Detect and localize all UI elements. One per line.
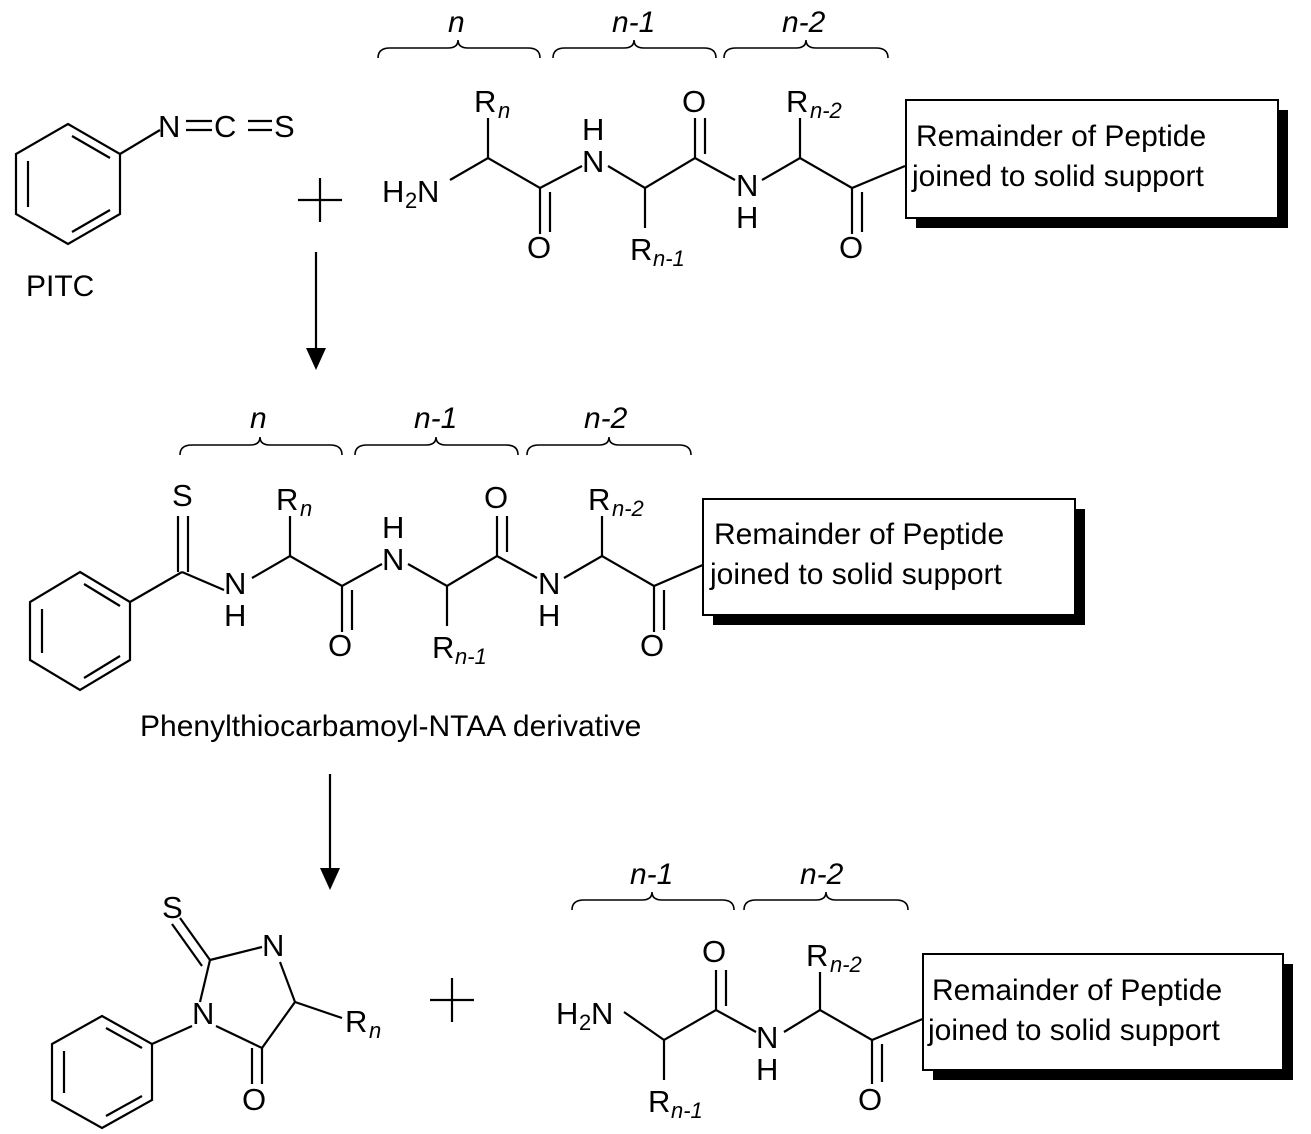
r-n-mid: R bbox=[276, 482, 298, 517]
residue-n2-label-bottom: n-2 bbox=[800, 858, 844, 891]
remainder-box-top bbox=[906, 100, 1278, 218]
brace-n2-top bbox=[724, 40, 888, 58]
amine-subscript-top: 2 bbox=[405, 188, 417, 213]
pitc-label: PITC bbox=[26, 270, 94, 303]
ptc-h-thio: H bbox=[224, 598, 246, 633]
pth-ring-n3: N bbox=[262, 928, 284, 963]
remainder-box-bottom bbox=[923, 954, 1283, 1070]
svg-text:n-2: n-2 bbox=[830, 952, 862, 977]
carbonyl-o1-top: O bbox=[527, 230, 551, 265]
svg-text:n: n bbox=[369, 1018, 381, 1043]
svg-text:n-1: n-1 bbox=[653, 246, 685, 271]
brace-n1-top bbox=[553, 40, 716, 58]
carbonyl-o3-mid: O bbox=[640, 628, 664, 663]
residue-n1-label-top: n-1 bbox=[612, 6, 655, 39]
remainder-text1-bottom: Remainder of Peptide bbox=[932, 974, 1222, 1007]
residue-n-label-top: n bbox=[448, 6, 465, 39]
remainder-text2-mid: joined to solid support bbox=[709, 558, 1003, 591]
brace-n2-mid bbox=[527, 437, 691, 455]
pth-r-n: R bbox=[345, 1004, 367, 1039]
pitc-molecule: N C S PITC bbox=[16, 109, 295, 303]
ptc-thione-sulfur: S bbox=[172, 478, 193, 513]
remainder-box-mid bbox=[703, 499, 1075, 615]
amide-n1-mid: N bbox=[382, 542, 404, 577]
amide-h2-top: H bbox=[736, 200, 758, 235]
r-n-top: R bbox=[474, 84, 496, 119]
carbonyl-o2-top: O bbox=[682, 84, 706, 119]
svg-text:n-2: n-2 bbox=[612, 496, 644, 521]
residue-n1-label-mid: n-1 bbox=[414, 402, 457, 435]
residue-n1-label-bottom: n-1 bbox=[630, 858, 673, 891]
remainder-text1-mid: Remainder of Peptide bbox=[714, 518, 1004, 551]
amide-n-bottom: N bbox=[756, 1020, 778, 1055]
svg-text:n-1: n-1 bbox=[671, 1098, 703, 1123]
reaction-arrow-1 bbox=[306, 252, 326, 370]
pth-ring-n1: N bbox=[192, 996, 214, 1031]
amide-n2-mid: N bbox=[538, 566, 560, 601]
pitc-carbon: C bbox=[214, 109, 236, 144]
r-n2-top: R bbox=[786, 84, 808, 119]
r-n1-bottom: R bbox=[648, 1084, 670, 1119]
pitc-sulfur: S bbox=[274, 109, 295, 144]
r-n2-bottom: R bbox=[806, 938, 828, 973]
carbonyl-o1-bottom: O bbox=[702, 934, 726, 969]
ptc-benzene-ring bbox=[30, 572, 130, 690]
r-n2-mid: R bbox=[588, 482, 610, 517]
amine-n-top: N bbox=[417, 174, 439, 209]
carbonyl-o2-bottom: O bbox=[858, 1082, 882, 1117]
peptide-top: n n-1 n-2 H 2 N R n O N H R n-1 O N H R bbox=[378, 6, 1288, 271]
amine-h-top: H bbox=[382, 174, 404, 209]
residue-n2-label-top: n-2 bbox=[782, 6, 826, 39]
plus-sign-2 bbox=[430, 978, 474, 1022]
pth-amino-acid: S N N O R n bbox=[52, 890, 381, 1128]
amide-n2-top: N bbox=[736, 168, 758, 203]
r-n1-mid: R bbox=[432, 630, 454, 665]
remainder-text2-top: joined to solid support bbox=[911, 160, 1205, 193]
carbonyl-o2-mid: O bbox=[484, 480, 508, 515]
pth-thione-sulfur: S bbox=[162, 890, 183, 925]
reaction-arrow-2 bbox=[320, 774, 340, 890]
remainder-text1-top: Remainder of Peptide bbox=[916, 120, 1206, 153]
plus-sign-1 bbox=[298, 178, 342, 222]
brace-n-mid bbox=[180, 437, 342, 455]
pitc-benzene-ring bbox=[16, 124, 120, 244]
amine-n-bottom: N bbox=[591, 996, 613, 1031]
svg-text:n: n bbox=[300, 496, 312, 521]
residue-n-label-mid: n bbox=[250, 402, 267, 435]
carbonyl-o3-top: O bbox=[839, 230, 863, 265]
residue-n2-label-mid: n-2 bbox=[584, 402, 628, 435]
brace-n-top bbox=[378, 40, 540, 58]
ptc-derivative-label: Phenylthiocarbamoyl-NTAA derivative bbox=[140, 710, 641, 743]
peptide-shortened: n-1 n-2 H 2 N R n-1 O N H R n-2 O Remain… bbox=[556, 858, 1293, 1123]
amide-n1-top: N bbox=[582, 144, 604, 179]
svg-text:n: n bbox=[498, 98, 510, 123]
pth-carbonyl-o: O bbox=[242, 1082, 266, 1117]
ptc-derivative: n n-1 n-2 S N H R n O N H R n-1 bbox=[30, 402, 1085, 743]
svg-text:n-2: n-2 bbox=[810, 98, 842, 123]
pth-benzene-ring bbox=[52, 1016, 152, 1128]
amine-h-bottom: H bbox=[556, 996, 578, 1031]
amide-h1-mid: H bbox=[382, 510, 404, 545]
amine-subscript-bottom: 2 bbox=[579, 1010, 591, 1035]
svg-text:n-1: n-1 bbox=[455, 644, 487, 669]
amide-h1-top: H bbox=[582, 112, 604, 147]
brace-n1-mid bbox=[355, 437, 518, 455]
amide-h2-mid: H bbox=[538, 598, 560, 633]
remainder-text2-bottom: joined to solid support bbox=[927, 1014, 1221, 1047]
carbonyl-o1-mid: O bbox=[328, 628, 352, 663]
brace-n2-bottom bbox=[744, 892, 908, 910]
amide-h-bottom: H bbox=[756, 1052, 778, 1087]
ptc-n-thio: N bbox=[224, 566, 246, 601]
r-n1-top: R bbox=[630, 232, 652, 267]
brace-n1-bottom bbox=[572, 892, 734, 910]
pitc-nitrogen: N bbox=[158, 109, 180, 144]
